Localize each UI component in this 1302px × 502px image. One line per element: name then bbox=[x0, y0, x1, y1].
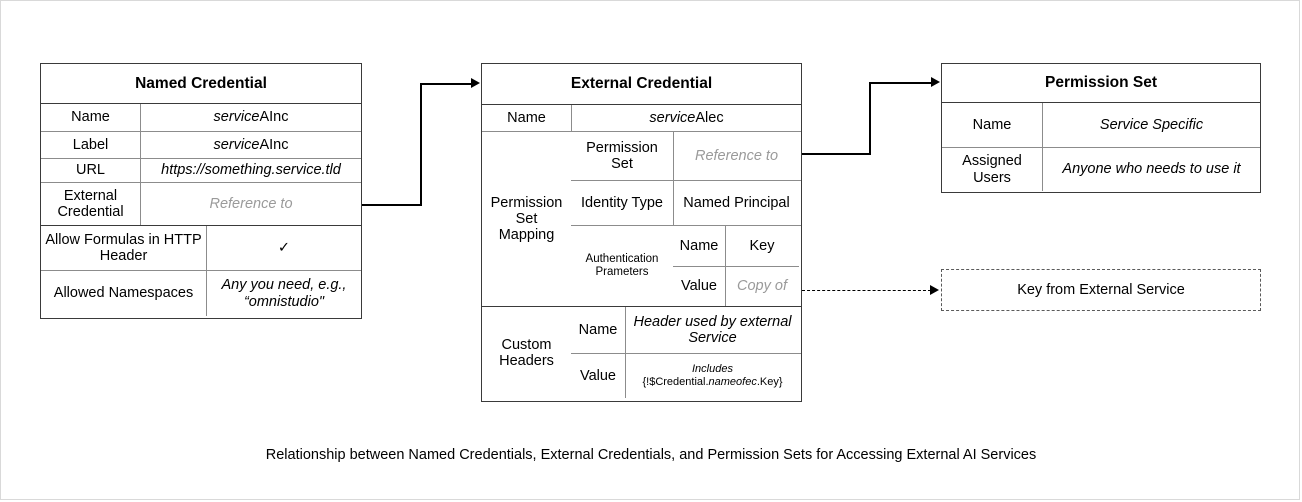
nc-allowed-namespaces-line2: “omnistudio" bbox=[243, 293, 325, 310]
ec-auth-params-label: Authentication Prameters bbox=[585, 253, 659, 278]
ec-ch-value-line2-b: nameofec bbox=[708, 376, 757, 388]
nc-allowed-namespaces-label: Allowed Namespaces bbox=[53, 285, 194, 302]
ec-ch-value-value: Includes {!$Credential.nameofec.Key} bbox=[625, 354, 799, 398]
connector-2-segment-h2 bbox=[869, 82, 932, 84]
ec-auth-value-label: Value bbox=[680, 278, 717, 295]
connector-2-segment-v bbox=[869, 82, 871, 155]
ec-ch-value-line2-c: .Key} bbox=[756, 376, 783, 388]
nc-allowed-namespaces-value: Any you need, e.g., “omnistudio" bbox=[206, 271, 361, 316]
ec-auth-name-label: Name bbox=[679, 237, 719, 254]
connector-3-dashed-line bbox=[802, 290, 931, 291]
nc-label-value-prefix: service bbox=[213, 136, 260, 153]
connector-1-segment-h2 bbox=[420, 83, 472, 85]
table-row: Name Service Specific bbox=[942, 102, 1260, 147]
external-key-box-label: Key from External Service bbox=[1017, 282, 1185, 298]
ec-custom-headers-label: Custom Headers bbox=[499, 336, 554, 369]
ec-auth-value-value: Copy of bbox=[725, 267, 798, 306]
ps-assigned-users-label: Assigned Users bbox=[962, 153, 1022, 186]
table-row: URL https://something.service.tld bbox=[41, 158, 361, 182]
named-credential-title: Named Credential bbox=[135, 74, 267, 92]
ec-psm-subtable: Permission Set Reference to Identity Typ… bbox=[571, 132, 801, 306]
connector-2-segment-h1 bbox=[802, 153, 870, 155]
ec-ch-value-line2: {!$Credential.nameofec.Key} bbox=[642, 376, 782, 389]
ps-name-value: Service Specific bbox=[1042, 103, 1260, 147]
nc-allow-formulas-value: ✓ bbox=[206, 226, 361, 270]
ec-permission-set-value: Reference to bbox=[673, 132, 799, 180]
connector-1-segment-h1 bbox=[362, 204, 421, 206]
table-row: Identity Type Named Principal bbox=[571, 180, 801, 225]
ec-name-value-prefix: service bbox=[649, 109, 696, 126]
permission-set-title: Permission Set bbox=[1045, 74, 1157, 91]
ps-assigned-users-value: Anyone who needs to use it bbox=[1042, 148, 1260, 191]
table-row: External Credential Reference to bbox=[41, 182, 361, 225]
table-row: Allow Formulas in HTTP Header ✓ bbox=[41, 225, 361, 270]
ec-identity-type-label: Identity Type bbox=[581, 194, 663, 211]
ec-name-label: Name bbox=[507, 109, 546, 126]
ps-name-label: Name bbox=[972, 116, 1012, 133]
diagram-caption: Relationship between Named Credentials, … bbox=[265, 447, 1037, 463]
nc-name-value-suffix: AInc bbox=[259, 109, 289, 126]
nc-name-value-prefix: service bbox=[213, 109, 260, 126]
external-key-box: Key from External Service bbox=[941, 269, 1261, 311]
connector-1-segment-v bbox=[420, 83, 422, 206]
ec-permission-set-label: Permission Set bbox=[586, 139, 658, 172]
ec-name-value-suffix: Alec bbox=[695, 109, 724, 126]
ec-ch-value-line1: Includes bbox=[692, 362, 733, 375]
nc-external-credential-value: Reference to bbox=[140, 183, 361, 225]
table-row: Name Key bbox=[673, 226, 799, 266]
nc-allow-formulas-label: Allow Formulas in HTTP Header bbox=[45, 231, 202, 264]
ec-ch-value-label: Value bbox=[579, 367, 616, 384]
connector-2-arrowhead bbox=[931, 77, 940, 87]
nc-url-label: URL bbox=[75, 162, 105, 179]
ec-ch-value-line2-a: {!$Credential. bbox=[642, 376, 709, 388]
nc-label-value-suffix: AInc bbox=[259, 136, 289, 153]
ec-psm-label: Permission Set Mapping bbox=[490, 194, 563, 244]
table-row: Value Copy of bbox=[673, 266, 799, 306]
nc-label-label: Label bbox=[72, 136, 109, 153]
permission-set-table: Permission Set Name Service Specific Ass… bbox=[941, 63, 1261, 193]
ec-auth-name-value: Key bbox=[725, 226, 798, 266]
ec-ch-name-value: Header used by external Service bbox=[625, 307, 799, 353]
nc-allowed-namespaces-line1: Any you need, e.g., bbox=[221, 277, 347, 294]
table-row: Allowed Namespaces Any you need, e.g., “… bbox=[41, 270, 361, 316]
ec-ch-name-label: Name bbox=[578, 321, 618, 338]
connector-1-arrowhead bbox=[471, 78, 480, 88]
ec-identity-type-value: Named Principal bbox=[673, 181, 799, 225]
table-row: Assigned Users Anyone who needs to use i… bbox=[942, 147, 1260, 191]
nc-name-label: Name bbox=[71, 109, 110, 126]
permission-set-mapping-row: Permission Set Mapping Permission Set Re… bbox=[482, 131, 801, 306]
connector-3-arrowhead bbox=[930, 285, 939, 295]
table-row: Value Includes {!$Credential.nameofec.Ke… bbox=[571, 353, 801, 398]
nc-url-value: https://something.service.tld bbox=[140, 159, 361, 182]
nc-external-credential-label: External Credential bbox=[57, 187, 124, 220]
custom-headers-row: Custom Headers Name Header used by exter… bbox=[482, 306, 801, 399]
table-row: Permission Set Reference to bbox=[571, 132, 801, 180]
authentication-parameters-row: Authentication Prameters Name Key Value … bbox=[571, 225, 801, 306]
ec-custom-headers-subtable: Name Header used by external Service Val… bbox=[571, 307, 801, 399]
external-credential-title: External Credential bbox=[570, 75, 713, 92]
table-row: Name Header used by external Service bbox=[571, 307, 801, 353]
ec-auth-params-subtable: Name Key Value Copy of bbox=[673, 226, 799, 306]
